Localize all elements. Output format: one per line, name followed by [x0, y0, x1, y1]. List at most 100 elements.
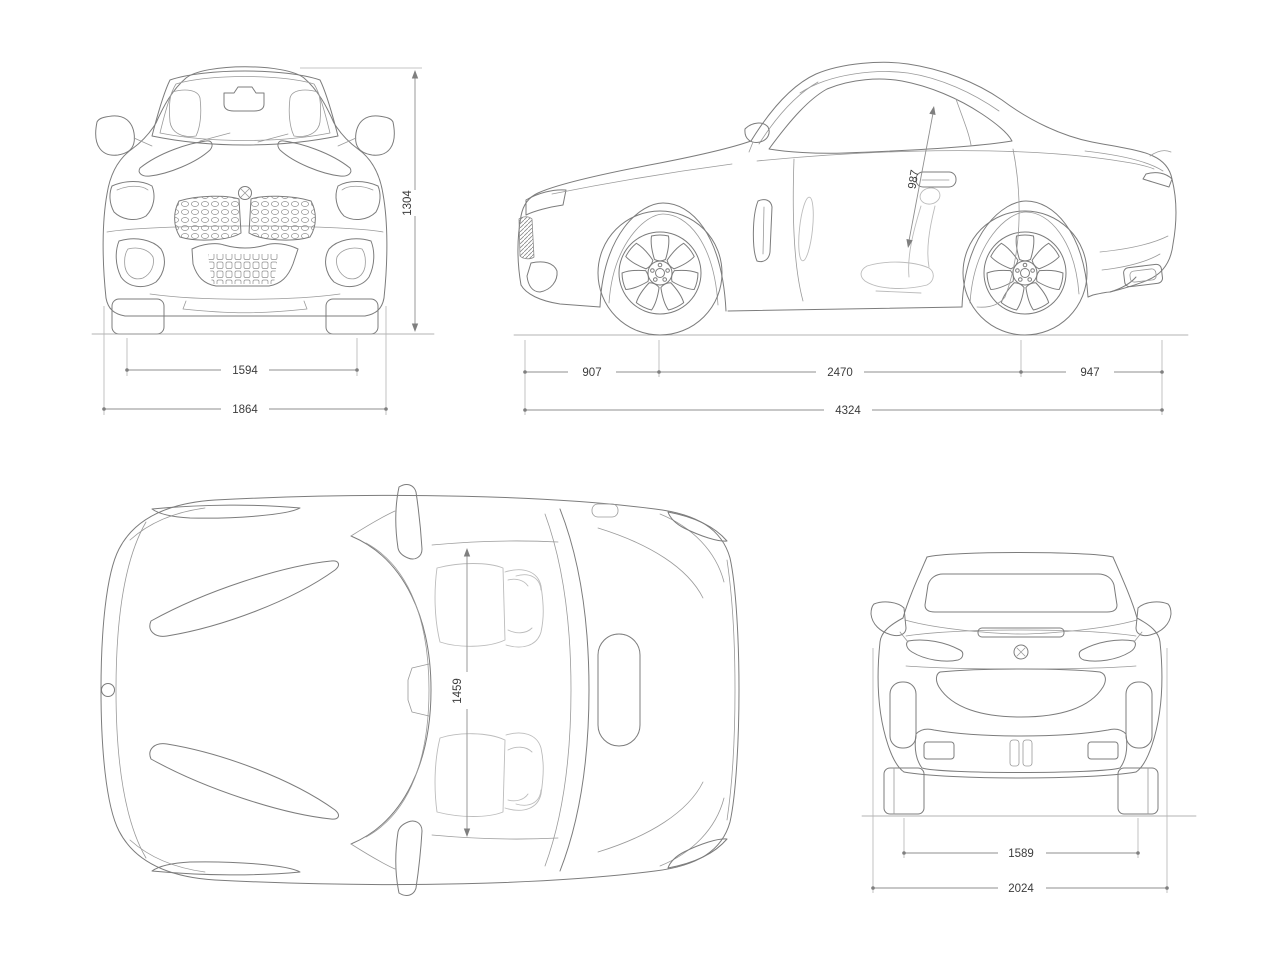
hood-swoosh-right [277, 140, 352, 177]
headlight-side [525, 189, 567, 216]
interior-seat-right [288, 89, 321, 137]
tonneau-inner-arc [544, 513, 572, 867]
windshield-inner-arc [365, 542, 430, 838]
wiper-right [257, 133, 289, 143]
steering-wheel-ghost [798, 196, 814, 262]
side-intake-right [325, 238, 375, 288]
rear-shoulders [879, 617, 1161, 643]
rear-mirror-left [870, 601, 907, 637]
door-handle [915, 171, 957, 188]
front-chin [520, 284, 601, 308]
rear-wheel-right [1117, 767, 1159, 815]
bumper-top-edge [106, 225, 384, 233]
rear-window [924, 573, 1118, 613]
mirror-blade-top [395, 484, 423, 560]
bmw-roundel-icon [238, 186, 252, 200]
front-splitter [182, 300, 308, 314]
side-intake-left [115, 238, 165, 288]
windshield-inner [159, 76, 331, 141]
center-intake [191, 243, 299, 287]
headlight-left-inner [116, 185, 149, 191]
rear-mirror-stalk-right [1133, 631, 1143, 643]
headlight-top-left [151, 504, 301, 519]
diffuser-fin-left [1009, 739, 1020, 767]
taillight-top-left [667, 511, 728, 542]
dim-overall-length: 4324 [835, 405, 861, 417]
ducktail-line [1149, 150, 1172, 157]
front-view-drawing [91, 66, 435, 335]
quarter-window-divider [955, 98, 972, 146]
rear-reflector-left [889, 681, 917, 749]
rear-diffuser-center [936, 668, 1106, 718]
dim-front-overhang: 907 [582, 367, 601, 379]
rear-reflector-right [1125, 681, 1153, 749]
seat-cushion-ghost-top1 [434, 563, 506, 647]
trunk-inner-panel [597, 633, 641, 747]
side-view-drawing [513, 61, 1189, 335]
exhaust-left [923, 741, 955, 760]
rear-bumper-sides [877, 641, 1163, 773]
taillight-rear-left [906, 639, 964, 662]
rear-wheel-left [883, 767, 925, 815]
seat-detail-ghost-top1 [507, 574, 542, 634]
front-intake-side [526, 261, 558, 293]
interior-seat-left [169, 89, 202, 137]
dim-front-width: 1864 [232, 404, 258, 416]
rear-diffuser-side [1087, 276, 1137, 298]
rear-arch-liner [969, 211, 1080, 304]
seat-back-ghost-top2 [504, 732, 544, 811]
kidney-grille-left [174, 195, 242, 241]
seat-rail-ghost [875, 290, 922, 294]
seat-back-ghost [908, 205, 922, 278]
hood-crease-right [149, 743, 339, 820]
rear-pillars [902, 556, 1138, 619]
headlight-right [335, 181, 381, 220]
fuel-cap [591, 503, 619, 518]
rear-edge-inner [726, 559, 736, 821]
windshield-outer-arc [350, 535, 432, 845]
lower-diffuser [914, 728, 1128, 773]
windshield-frame [151, 70, 339, 146]
front-arch-liner [608, 213, 719, 306]
dim-rear-overhang: 947 [1080, 367, 1099, 379]
front-wheel-arch [599, 202, 727, 312]
front-view-dimensions: 1304 1594 1864 [102, 67, 422, 416]
seat-back-front-ghost [927, 205, 936, 268]
dim-front-height: 1304 [402, 190, 414, 216]
hood-swoosh-left [138, 140, 213, 177]
side-intake-right-inner [336, 247, 366, 280]
top-view-drawing [100, 484, 740, 896]
rear-deck-curves [597, 527, 704, 853]
rear-wheel-arch [961, 200, 1089, 308]
a-pillar-inner [758, 81, 819, 145]
side-body-outline [517, 61, 1177, 293]
taillight-rear-right [1078, 639, 1136, 662]
side-window [768, 78, 1013, 154]
top-body-outline [100, 494, 740, 886]
rear-bumper-creases [1099, 235, 1169, 271]
spoiler-edge-line [905, 629, 1137, 637]
dim-rear-overall-width: 2024 [1008, 883, 1034, 895]
side-mirror-left [95, 115, 135, 156]
exhaust-tip [1123, 263, 1164, 288]
rear-roof-top [926, 552, 1114, 558]
side-intake-left-inner [124, 247, 154, 280]
dim-wheelbase: 2470 [827, 367, 853, 379]
a-pillar-connectors [350, 510, 396, 870]
front-corner-arcs [129, 507, 206, 873]
decklid-top-line [904, 619, 1138, 635]
headlight-right-inner [341, 185, 374, 191]
rear-mirror-right [1135, 601, 1172, 637]
third-brake-light [977, 627, 1065, 638]
tonneau-arc [559, 508, 590, 872]
rocker-sill [727, 306, 963, 312]
beltline [756, 150, 1155, 170]
rear-view-drawing [861, 552, 1197, 817]
rear-mirror-stalk-left [899, 631, 909, 643]
wiper-left [199, 132, 231, 142]
exhaust-right [1087, 741, 1119, 760]
roundel-quarters [240, 188, 250, 198]
bmw-roundel-icon [101, 683, 115, 697]
